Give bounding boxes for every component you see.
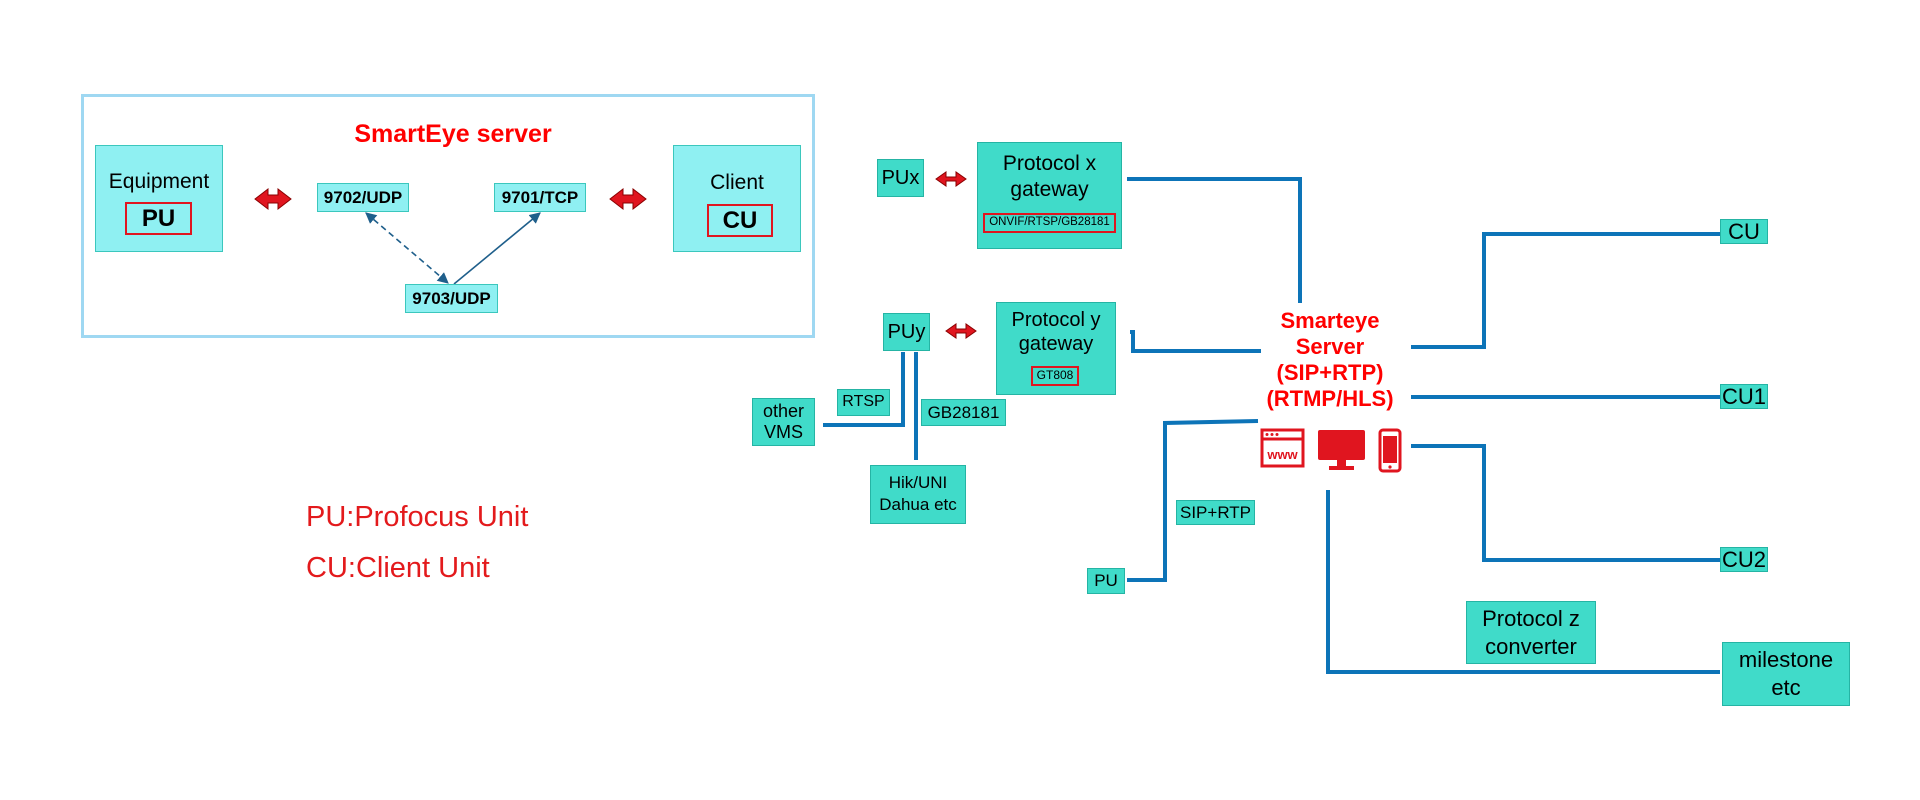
- line-pu: [1127, 419, 1259, 582]
- gateway-x-protocols: ONVIF/RTSP/GB28181: [983, 213, 1116, 233]
- cu-tag: CU: [707, 204, 773, 237]
- rtsp-label: RTSP: [837, 389, 890, 416]
- port-9703-udp: 9703/UDP: [405, 284, 498, 313]
- gateway-x-line1: Protocol x: [1002, 152, 1097, 175]
- sip-rtp-label: SIP+RTP: [1176, 500, 1255, 525]
- server-line2: Server: [1295, 334, 1365, 359]
- gateway-y-line2: gateway: [1018, 333, 1094, 355]
- line-milestone: [1326, 490, 1720, 674]
- gb28181-label: GB28181: [921, 399, 1006, 426]
- mobile-phone-icon: [1378, 428, 1402, 473]
- web-browser-icon: www: [1260, 428, 1305, 468]
- gateway-y-protocols: GT808: [1031, 366, 1079, 386]
- other-vms-node: other VMS: [752, 398, 815, 446]
- smarteye-server: Smarteye Server (SIP+RTP) (RTMP/HLS): [1250, 308, 1410, 412]
- dashed-link-9702-9703: [365, 212, 449, 284]
- converter-z-line2: converter: [1485, 634, 1577, 659]
- milestone-line1: milestone: [1738, 647, 1834, 672]
- svg-text:www: www: [1266, 447, 1298, 462]
- panel-title: SmartEye server: [354, 120, 552, 148]
- line-gateway-y: [1130, 330, 1261, 353]
- cu-node: CU: [1720, 219, 1768, 244]
- double-arrow-equipment: [254, 187, 292, 211]
- protocol-x-gateway: Protocol x gateway ONVIF/RTSP/GB28181: [977, 142, 1122, 249]
- server-line3: (SIP+RTP): [1276, 360, 1384, 385]
- server-line1: Smarteye: [1280, 308, 1380, 333]
- monitor-icon: [1318, 430, 1365, 470]
- solid-link-9703-9701: [453, 212, 541, 285]
- line-cu: [1411, 232, 1720, 349]
- pu-node: PU: [1087, 568, 1125, 594]
- protocol-y-gateway: Protocol y gateway GT808: [996, 302, 1116, 395]
- puy-node: PUy: [883, 313, 930, 351]
- equipment-label: Equipment: [108, 170, 210, 193]
- gateway-x-line2: gateway: [1010, 178, 1089, 201]
- other-vms-line2: VMS: [763, 422, 803, 442]
- legend-cu: CU:Client Unit: [306, 552, 490, 584]
- port-9702-udp: 9702/UDP: [317, 183, 409, 212]
- equipment-box: Equipment PU: [95, 145, 223, 252]
- pux-node: PUx: [877, 159, 924, 197]
- line-other-vms: [823, 352, 905, 427]
- server-line4: (RTMP/HLS): [1266, 386, 1394, 411]
- line-gateway-x: [1127, 177, 1302, 303]
- double-arrow-puy: [945, 323, 977, 339]
- hik-line1: Hik/UNI: [888, 473, 948, 492]
- port-9701-tcp: 9701/TCP: [494, 183, 586, 212]
- line-cu2: [1411, 444, 1720, 562]
- double-arrow-pux: [935, 171, 967, 187]
- hik-dahua-node: Hik/UNI Dahua etc: [870, 465, 966, 524]
- cu1-node: CU1: [1720, 383, 1768, 409]
- milestone-line2: etc: [1771, 675, 1801, 700]
- pu-tag: PU: [125, 202, 192, 235]
- client-label: Client: [710, 171, 764, 194]
- milestone-node: milestone etc: [1722, 642, 1850, 706]
- smarteye-server-panel: [81, 94, 815, 338]
- double-arrow-client: [609, 187, 647, 211]
- gateway-y-line1: Protocol y: [1011, 309, 1101, 331]
- protocol-z-converter: Protocol z converter: [1466, 601, 1596, 664]
- converter-z-line1: Protocol z: [1482, 606, 1580, 631]
- client-box: Client CU: [673, 145, 801, 252]
- hik-line2: Dahua etc: [879, 495, 957, 514]
- other-vms-line1: other: [762, 401, 805, 421]
- cu2-node: CU2: [1720, 546, 1768, 572]
- legend-pu: PU:Profocus Unit: [306, 501, 529, 533]
